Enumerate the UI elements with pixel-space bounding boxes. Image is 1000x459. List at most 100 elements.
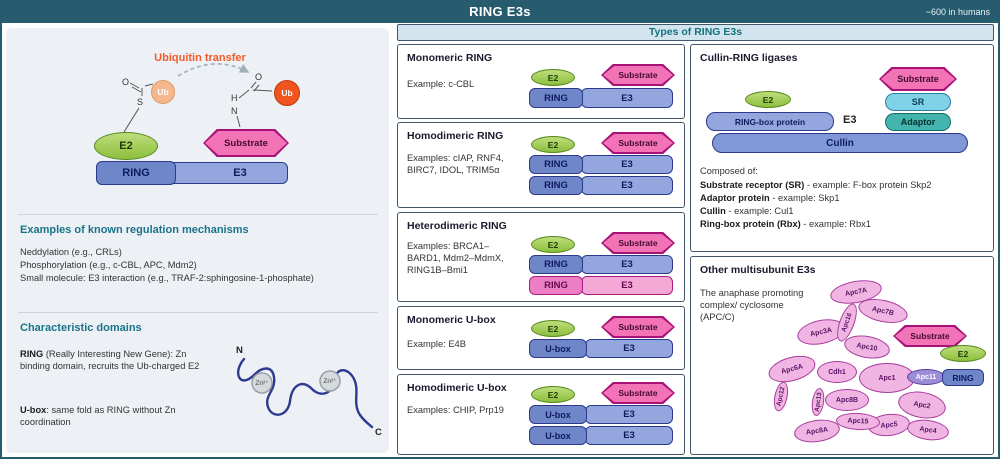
substrate-label: Substrate	[618, 70, 658, 80]
hexagon-fill	[603, 384, 673, 402]
ring-domain: RING	[529, 155, 583, 174]
component-term: Substrate receptor (SR)	[700, 180, 805, 190]
type-title: Homodimeric RING	[407, 130, 504, 142]
ring-definition: RING (Really Interesting New Gene): Zn b…	[20, 348, 215, 372]
type-box-homodimeric-ubox: Homodimeric U-box Examples: CHIP, Prp19 …	[397, 374, 685, 455]
component-line: Substrate receptor (SR) - example: F-box…	[700, 179, 990, 191]
ring-fold-squiggle-svg: Zn²⁺ Zn²⁺ N C	[236, 345, 382, 438]
component-term: Cullin	[700, 206, 726, 216]
multisubunit-title: Other multisubunit E3s	[700, 264, 816, 276]
apc-subunit: Cdh1	[817, 361, 857, 383]
type-title: Heterodimeric RING	[407, 220, 507, 232]
substrate-hexagon: Substrate	[601, 132, 675, 154]
ring-box-protein: RING-box protein	[706, 112, 834, 131]
sulfur-atom-label: S	[137, 97, 143, 107]
e3-body: E3	[585, 339, 673, 358]
hexagon-fill	[603, 234, 673, 252]
multisubunit-box: Other multisubunit E3s The anaphase prom…	[690, 256, 994, 455]
e2-enzyme: E2	[531, 236, 575, 253]
polypeptide-squiggle	[237, 357, 374, 429]
hydrogen-atom-label: H	[231, 93, 238, 103]
ring-domain-partner: RING	[529, 276, 583, 295]
oxygen-atom-label: O	[255, 72, 262, 82]
substrate-label: Substrate	[618, 322, 658, 332]
substrate-label: Substrate	[910, 331, 950, 341]
ubox-domain: U-box	[529, 339, 587, 358]
cullin-title: Cullin-RING ligases	[700, 52, 798, 64]
type-box-monomeric-ubox: Monomeric U-box Example: E4B E2 Substrat…	[397, 306, 685, 370]
cullin-scaffold: Cullin	[712, 133, 968, 153]
e3-body: E3	[581, 155, 673, 174]
substrate-label: Substrate	[224, 137, 268, 149]
regulation-item: Phosphorylation (e.g., c-CBL, APC, Mdm2)	[20, 260, 197, 270]
human-count-note: ~600 in humans	[925, 7, 990, 17]
apc-subunit: Apc6A	[765, 351, 819, 387]
ubox-domain: U-box	[529, 405, 587, 424]
hexagon-fill	[895, 327, 965, 345]
substrate-hexagon: Substrate	[601, 64, 675, 86]
e3-body: E3	[585, 405, 673, 424]
e3-body-partner: E3	[581, 276, 673, 295]
component-desc: - example: Rbx1	[800, 219, 871, 229]
e2-enzyme: E2	[531, 69, 575, 86]
regulation-list: Neddylation (e.g., CRLs) Phosphorylation…	[20, 246, 382, 285]
type-box-monomeric-ring: Monomeric RING Example: c-CBL E2 Substra…	[397, 44, 685, 119]
hexagon-fill	[205, 131, 287, 155]
component-line: Cullin - example: Cul1	[700, 205, 990, 217]
type-title: Homodimeric U-box	[407, 382, 507, 394]
regulation-heading: Examples of known regulation mechanisms	[20, 224, 249, 236]
hexagon-fill	[881, 69, 955, 89]
e3-body: E3	[585, 426, 673, 445]
apc-subunit: Apc4	[905, 417, 951, 443]
type-examples: Example: c-CBL	[407, 79, 475, 89]
hexagon-fill	[603, 66, 673, 84]
composed-of-heading: Composed of:	[700, 166, 758, 176]
ubiquitin-transfer-title: Ubiquitin transfer	[154, 52, 246, 64]
figure-title: RING E3s	[469, 4, 531, 19]
substrate-hexagon: Substrate	[601, 316, 675, 338]
regulation-item: Neddylation (e.g., CRLs)	[20, 247, 122, 257]
e3-body: E3	[581, 176, 673, 195]
type-examples: Examples: cIAP, RNF4, BIRC7, IDOL, TRIM5…	[407, 153, 504, 175]
substrate-label: Substrate	[618, 138, 658, 148]
type-examples: Examples: BRCA1–BARD1, Mdm2–MdmX, RING1B…	[407, 241, 504, 275]
divider	[18, 214, 378, 215]
hexagon-fill	[603, 318, 673, 336]
ring-domain: RING	[529, 255, 583, 274]
substrate-label: Substrate	[618, 388, 658, 398]
apc-subunit: Apc13	[810, 387, 826, 417]
type-box-homodimeric-ring: Homodimeric RING Examples: cIAP, RNF4, B…	[397, 122, 685, 208]
type-title: Monomeric RING	[407, 52, 493, 64]
e2-enzyme: E2	[531, 136, 575, 153]
e2-enzyme: E2	[94, 132, 158, 160]
component-desc: - example: Cul1	[725, 206, 794, 216]
type-box-heterodimeric-ring: Heterodimeric RING Examples: BRCA1–BARD1…	[397, 212, 685, 302]
substrate-hexagon: Substrate	[203, 129, 289, 157]
substrate-hexagon: Substrate	[601, 382, 675, 404]
ubox-term: U-box	[20, 405, 47, 415]
types-header: Types of RING E3s	[397, 24, 994, 41]
hexagon-fill	[603, 134, 673, 152]
ubox-desc: : same fold as RING without Zn coordinat…	[20, 405, 176, 427]
type-examples: Examples: CHIP, Prp19	[407, 405, 504, 415]
apc-subunit: Apc8B	[825, 389, 869, 411]
e3-body: E3	[581, 255, 673, 274]
ring-desc: (Really Interesting New Gene): Zn bindin…	[20, 349, 200, 371]
e3-body: E3	[581, 88, 673, 108]
apc-subunit: Apc10	[842, 332, 892, 362]
type-title: Monomeric U-box	[407, 314, 496, 326]
ring-domain: RING	[529, 88, 583, 108]
header-bar: RING E3s ~600 in humans	[0, 0, 1000, 23]
ring-domain: RING	[529, 176, 583, 195]
e3-label: E3	[843, 114, 857, 126]
transfer-dashed-arrow	[177, 63, 250, 77]
zinc-ion	[319, 370, 341, 392]
substrate-label: Substrate	[897, 74, 939, 84]
oxygen-atom-label: O	[122, 77, 129, 87]
component-desc: - example: Skp1	[769, 193, 840, 203]
ubox-definition: U-box: same fold as RING without Zn coor…	[20, 404, 215, 428]
substrate-receptor: SR	[885, 93, 951, 111]
zinc-label: Zn²⁺	[323, 378, 337, 385]
e2-enzyme: E2	[531, 320, 575, 337]
nitrogen-atom-label: N	[231, 106, 238, 116]
